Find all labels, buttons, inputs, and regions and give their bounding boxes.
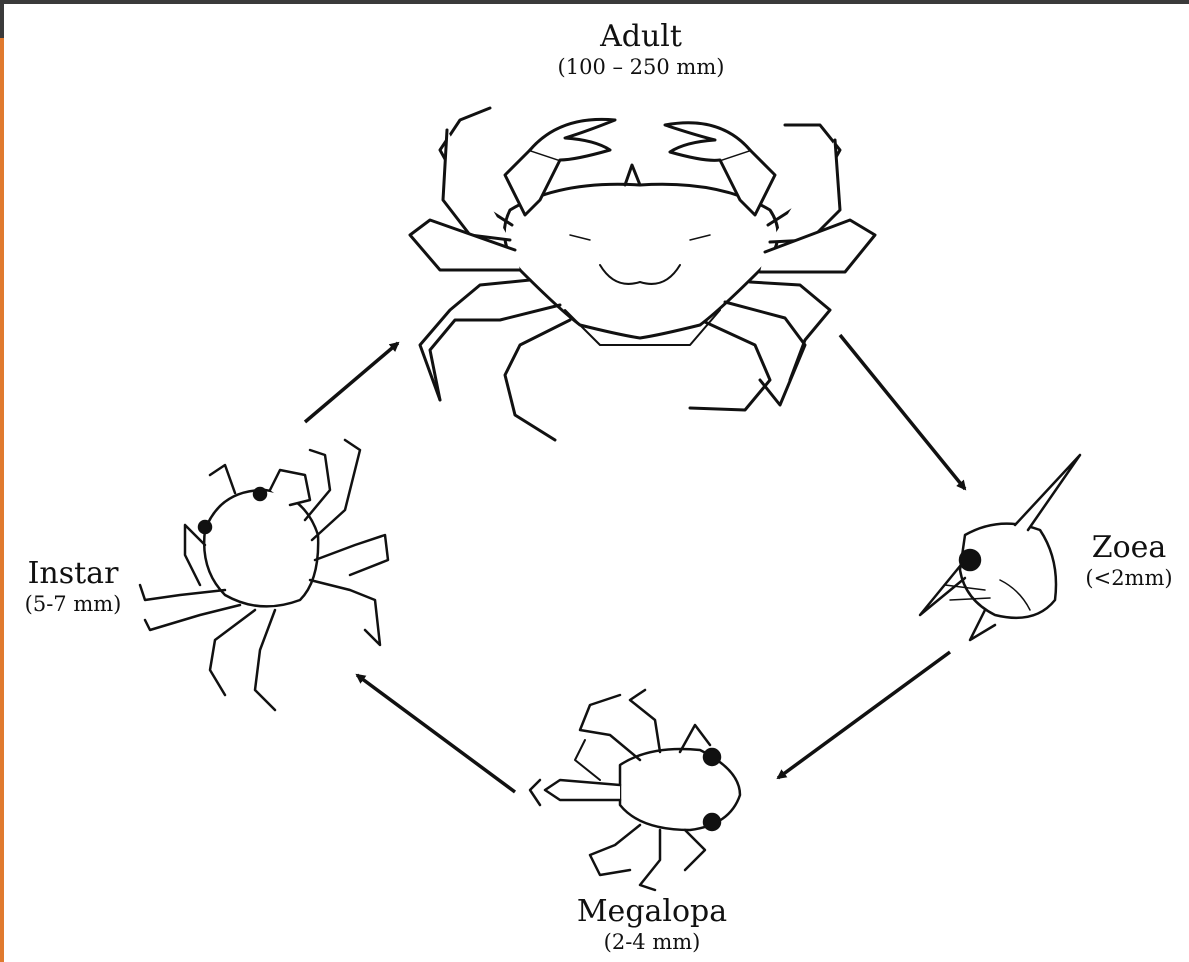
arrow-zoea-to-megalopa xyxy=(778,652,950,778)
stage-name-megalopa: Megalopa xyxy=(537,895,767,929)
stage-name-adult: Adult xyxy=(541,20,741,54)
adult-crab-illustration xyxy=(410,108,875,440)
instar-illustration xyxy=(140,440,388,710)
stage-name-instar: Instar xyxy=(8,557,138,591)
stage-label-instar: Instar (5-7 mm) xyxy=(8,557,138,617)
arrow-instar-to-adult xyxy=(305,343,398,422)
stage-label-adult: Adult (100 – 250 mm) xyxy=(541,20,741,80)
stage-label-megalopa: Megalopa (2-4 mm) xyxy=(537,895,767,955)
stage-size-adult: (100 – 250 mm) xyxy=(541,54,741,80)
stage-name-zoea: Zoea xyxy=(1070,531,1188,565)
megalopa-illustration xyxy=(530,690,740,890)
zoea-illustration xyxy=(920,455,1080,640)
arrow-megalopa-to-instar xyxy=(357,675,515,792)
arrow-adult-to-zoea xyxy=(840,335,965,489)
stage-size-instar: (5-7 mm) xyxy=(8,591,138,617)
stage-size-megalopa: (2-4 mm) xyxy=(537,929,767,955)
stage-label-zoea: Zoea (<2mm) xyxy=(1070,531,1188,591)
stage-size-zoea: (<2mm) xyxy=(1070,565,1188,591)
